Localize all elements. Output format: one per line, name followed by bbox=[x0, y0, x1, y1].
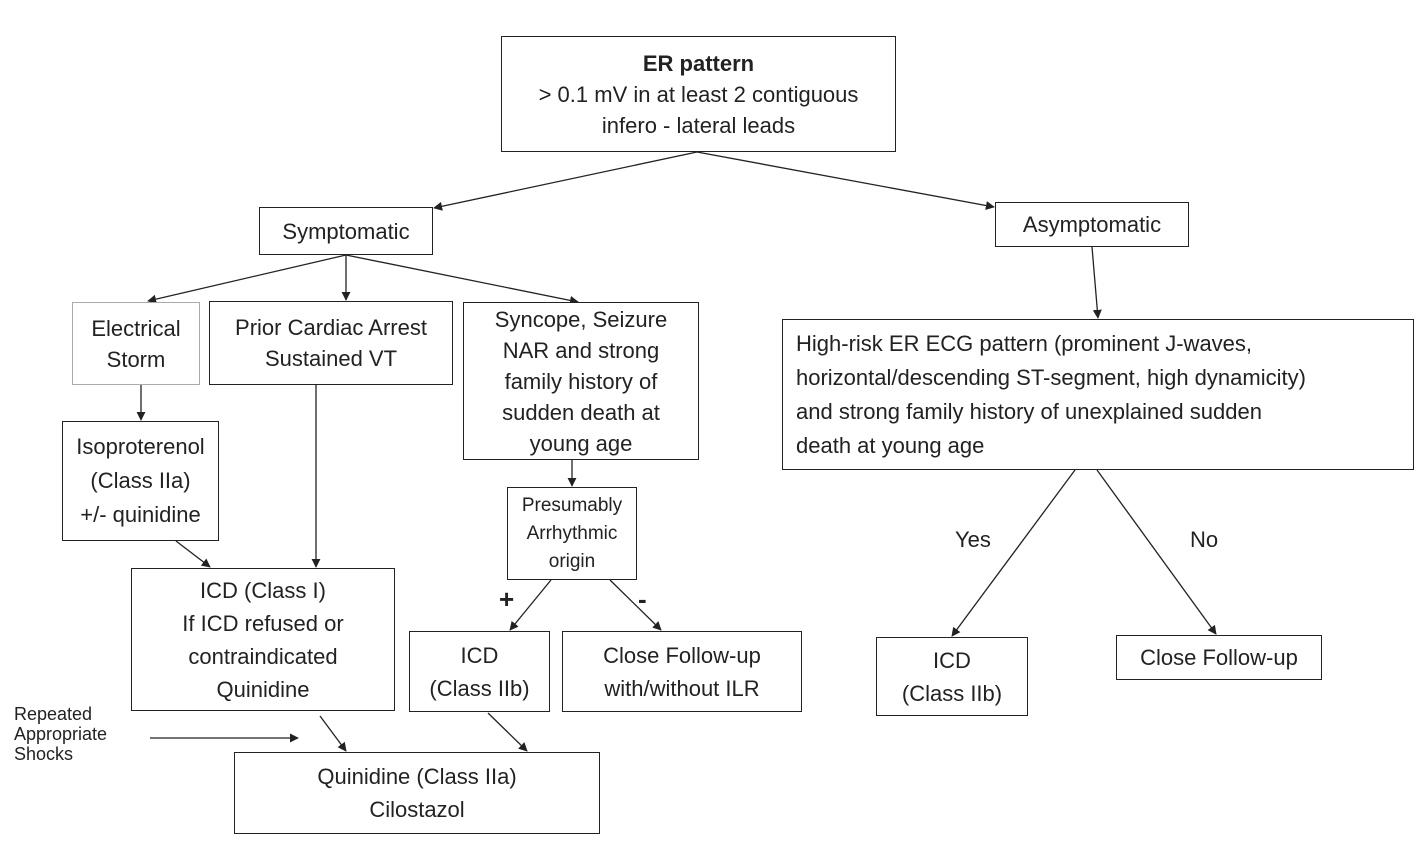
high-risk-line: and strong family history of unexplained… bbox=[796, 398, 1262, 424]
icd-right-line: (Class IIb) bbox=[901, 680, 1003, 706]
prior-cardiac-arrest-line: Sustained VT bbox=[264, 346, 398, 371]
followup-ilr-line: Close Follow-up bbox=[603, 642, 761, 668]
isoproterenol-line: +/- quinidine bbox=[80, 502, 201, 527]
presumably-line: origin bbox=[548, 550, 596, 572]
arrow-icd-class1-to-quinidine bbox=[319, 715, 347, 752]
icd-left-line: ICD bbox=[460, 642, 499, 668]
syncope-box: Syncope, Seizure NAR and strong family h… bbox=[463, 302, 699, 460]
icd-class1-line: contraindicated bbox=[188, 643, 338, 669]
asymptomatic-box: Asymptomatic bbox=[995, 202, 1189, 247]
close-followup-label: Close Follow-up bbox=[1140, 645, 1298, 670]
symptomatic-label: Symptomatic bbox=[282, 218, 410, 244]
icd-class2b-right-box: ICD (Class IIb) bbox=[876, 637, 1028, 716]
arrow-asymptomatic-to-high-risk bbox=[1091, 246, 1102, 319]
high-risk-line: horizontal/descending ST-segment, high d… bbox=[796, 364, 1306, 390]
high-risk-box: High-risk ER ECG pattern (prominent J-wa… bbox=[782, 319, 1414, 470]
icd-right-line: ICD bbox=[933, 647, 971, 673]
er-pattern-line: > 0.1 mV in at least 2 contiguous bbox=[538, 81, 859, 107]
followup-ilr-line: with/without ILR bbox=[604, 675, 760, 701]
side-note-line: Shocks bbox=[14, 744, 74, 764]
electrical-storm-box: Electrical Storm bbox=[72, 302, 200, 385]
high-risk-line: death at young age bbox=[796, 432, 985, 458]
side-note-line: Repeated bbox=[14, 704, 93, 724]
syncope-line: family history of bbox=[504, 368, 658, 394]
edge-label-plus: + bbox=[499, 584, 515, 614]
er-pattern-title: ER pattern bbox=[642, 50, 755, 76]
arrow-er-to-asymptomatic bbox=[696, 151, 995, 210]
quinidine-cilostazol-box: Quinidine (Class IIa) Cilostazol bbox=[234, 752, 600, 834]
close-followup-box: Close Follow-up bbox=[1116, 635, 1322, 680]
er-pattern-box: ER pattern > 0.1 mV in at least 2 contig… bbox=[501, 36, 896, 152]
isoproterenol-line: (Class IIa) bbox=[90, 468, 191, 493]
asymptomatic-label: Asymptomatic bbox=[1022, 212, 1162, 237]
edge-label-minus: - bbox=[638, 584, 647, 614]
prior-cardiac-arrest-line: Prior Cardiac Arrest bbox=[235, 315, 427, 340]
arrow-er-to-symptomatic bbox=[433, 151, 698, 211]
icd-class1-line: If ICD refused or bbox=[182, 610, 344, 636]
electrical-storm-line: Storm bbox=[106, 346, 166, 372]
syncope-line: young age bbox=[529, 430, 633, 456]
arrow-presumably-to-icd-left bbox=[509, 579, 552, 631]
arrow-isoproterenol-to-icd-class1 bbox=[175, 540, 211, 568]
repeated-shocks-note: Repeated Appropriate Shocks bbox=[14, 704, 107, 764]
icd-class1-box: ICD (Class I) If ICD refused or contrain… bbox=[131, 568, 395, 711]
isoproterenol-line: Isoproterenol bbox=[76, 434, 205, 459]
symptomatic-box: Symptomatic bbox=[259, 207, 433, 255]
arrow-symptomatic-to-electrical-storm bbox=[147, 254, 347, 304]
arrow-presumably-to-followup-ilr bbox=[609, 579, 662, 631]
arrow-icd-left-to-quinidine bbox=[487, 712, 528, 752]
side-note-line: Appropriate bbox=[14, 724, 108, 744]
icd-left-line: (Class IIb) bbox=[429, 675, 530, 701]
icd-class1-line: ICD (Class I) bbox=[200, 577, 326, 603]
icd-class2b-left-box: ICD (Class IIb) bbox=[409, 631, 550, 712]
high-risk-line: High-risk ER ECG pattern (prominent J-wa… bbox=[796, 330, 1253, 356]
syncope-line: sudden death at bbox=[502, 399, 660, 425]
electrical-storm-line: Electrical bbox=[91, 315, 181, 341]
icd-class1-line: Quinidine bbox=[216, 676, 310, 702]
arrow-symptomatic-to-syncope bbox=[345, 254, 579, 305]
syncope-line: NAR and strong bbox=[502, 337, 660, 363]
presumably-line: Arrhythmic bbox=[526, 522, 618, 544]
quinidine-line: Cilostazol bbox=[369, 797, 465, 822]
isoproterenol-box: Isoproterenol (Class IIa) +/- quinidine bbox=[62, 421, 219, 541]
presumably-arrhythmic-box: Presumably Arrhythmic origin bbox=[507, 487, 637, 580]
close-followup-ilr-box: Close Follow-up with/without ILR bbox=[562, 631, 802, 712]
syncope-line: Syncope, Seizure bbox=[494, 306, 668, 332]
quinidine-line: Quinidine (Class IIa) bbox=[317, 764, 517, 789]
edge-label-yes: Yes bbox=[955, 527, 991, 552]
arrow-high-risk-to-icd-right bbox=[951, 469, 1076, 637]
er-pattern-line: infero - lateral leads bbox=[601, 112, 796, 138]
arrow-high-risk-to-close-followup bbox=[1096, 469, 1217, 635]
presumably-line: Presumably bbox=[521, 494, 623, 516]
edge-label-no: No bbox=[1190, 527, 1219, 552]
prior-cardiac-arrest-box: Prior Cardiac Arrest Sustained VT bbox=[209, 301, 453, 385]
